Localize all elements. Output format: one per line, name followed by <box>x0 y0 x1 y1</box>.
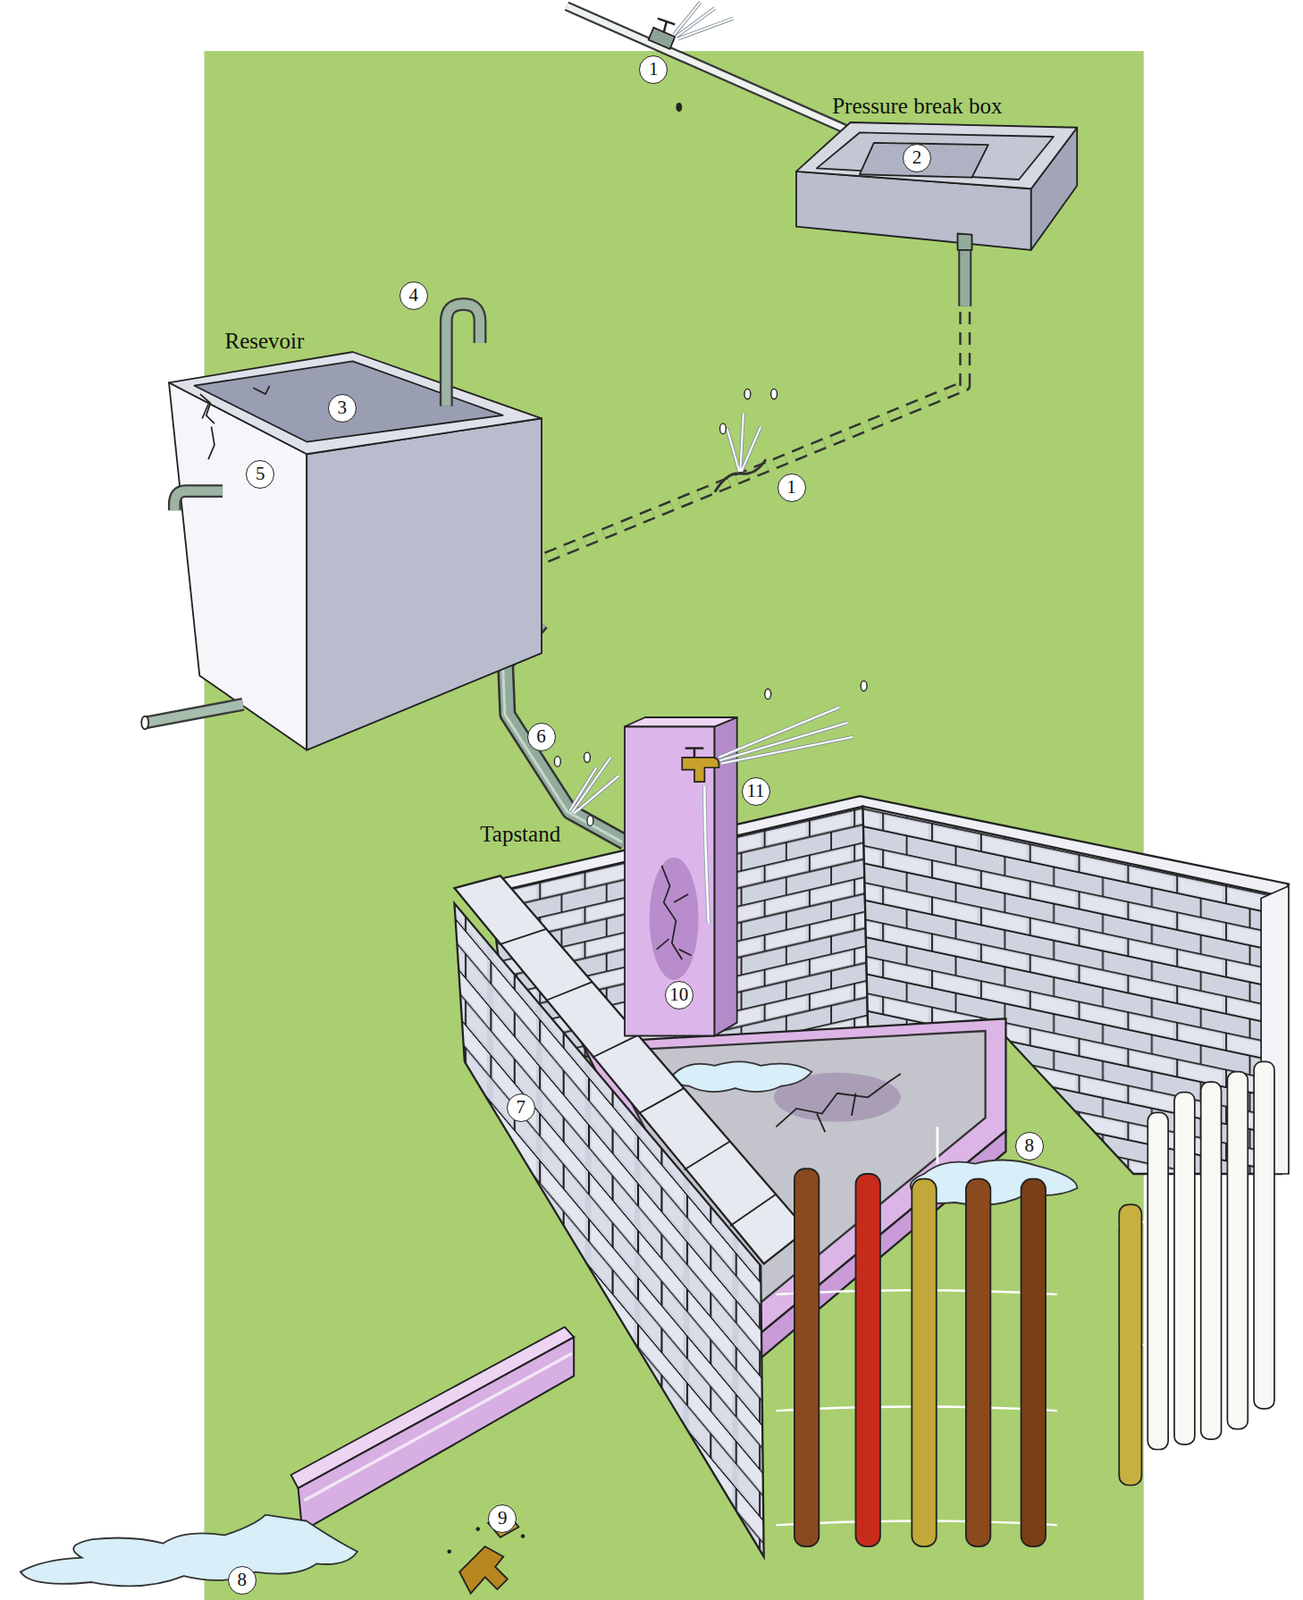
debris <box>446 1549 452 1555</box>
pressure-break-box-face <box>816 133 1054 181</box>
leak-spray <box>718 707 853 765</box>
fence-pole <box>855 1174 880 1547</box>
washout-pipe <box>144 704 244 723</box>
pipe-break <box>714 459 766 493</box>
drain-channel-highlight <box>303 1353 572 1502</box>
buried-pipe-core <box>541 250 966 560</box>
part-label: Tapstand <box>479 823 561 846</box>
callout-number: 4 <box>399 281 429 311</box>
drain-channel <box>291 1327 575 1489</box>
debris <box>475 1527 480 1532</box>
broken-tap <box>459 1546 508 1595</box>
callout-number: 8 <box>227 1566 257 1596</box>
reservoir-tank-face <box>193 361 503 442</box>
leak-spray <box>718 707 853 765</box>
water-drop <box>554 756 561 767</box>
fence-pole <box>911 1179 936 1547</box>
callout-number: 11 <box>741 777 771 807</box>
basin-crack <box>775 1074 900 1133</box>
water-drop <box>860 680 867 691</box>
leak-spray <box>673 1 733 39</box>
fence-pole <box>1201 1082 1222 1440</box>
valve-handle <box>657 18 675 34</box>
supply-pipe <box>566 6 854 134</box>
callout-number: 1 <box>777 473 807 503</box>
pressure-break-box-face <box>958 234 973 251</box>
fence-pole <box>1174 1092 1195 1446</box>
pipe-end <box>141 716 149 731</box>
water-drop <box>764 689 772 699</box>
debris <box>521 1534 526 1539</box>
leak-spray <box>570 757 620 815</box>
water-drop <box>744 388 751 399</box>
tapstand-post-face <box>624 717 738 727</box>
leak-spray <box>673 1 733 39</box>
callout-number: 1 <box>638 55 668 85</box>
callout-number: 10 <box>664 981 694 1010</box>
water-puddle <box>20 1515 358 1588</box>
drain-channel <box>298 1337 575 1532</box>
callout-number: 2 <box>902 143 932 173</box>
fence-pole <box>966 1179 991 1547</box>
callout-number: 6 <box>527 722 556 752</box>
reservoir-tank-face <box>168 352 542 454</box>
pipe-outline <box>958 250 972 307</box>
pipe-body <box>959 250 970 307</box>
buried-pipe <box>541 250 966 560</box>
fence-pole <box>1118 1204 1142 1486</box>
valve-body <box>648 27 676 50</box>
pressure-break-box-face <box>796 122 1077 189</box>
fence-pole <box>1021 1179 1046 1547</box>
fence-pole <box>1227 1072 1248 1430</box>
callout-number: 3 <box>327 394 357 423</box>
pressure-break-box: Pressure break box <box>796 122 1077 251</box>
leak-spray <box>727 413 762 472</box>
water-drop <box>584 752 591 763</box>
leak-spray <box>727 413 762 472</box>
water-drop <box>771 388 778 399</box>
fence-pole <box>1147 1112 1169 1450</box>
drip <box>935 1126 939 1164</box>
water-drop <box>720 423 727 434</box>
callout-number: 7 <box>506 1093 536 1123</box>
leak-spray <box>570 757 620 815</box>
supply-pipe <box>566 6 854 134</box>
buried-pipe-outline <box>541 250 966 560</box>
water-drop <box>675 102 682 112</box>
part-label: Resevoir <box>225 329 305 353</box>
pressure-break-box-face <box>859 142 989 178</box>
fence-pole <box>1253 1061 1275 1409</box>
callout-number: 8 <box>1015 1132 1044 1161</box>
reservoir-tank-face <box>306 418 542 750</box>
fence-pole <box>794 1168 819 1547</box>
water-drop <box>587 815 594 826</box>
tapstand-post-face <box>624 727 715 1037</box>
washout-pipe <box>144 704 244 723</box>
pressure-break-box-outline <box>796 122 1077 251</box>
water-puddle <box>672 1061 812 1093</box>
part-label: Pressure break box <box>832 94 1002 118</box>
tapstand-post-face <box>714 717 738 1036</box>
